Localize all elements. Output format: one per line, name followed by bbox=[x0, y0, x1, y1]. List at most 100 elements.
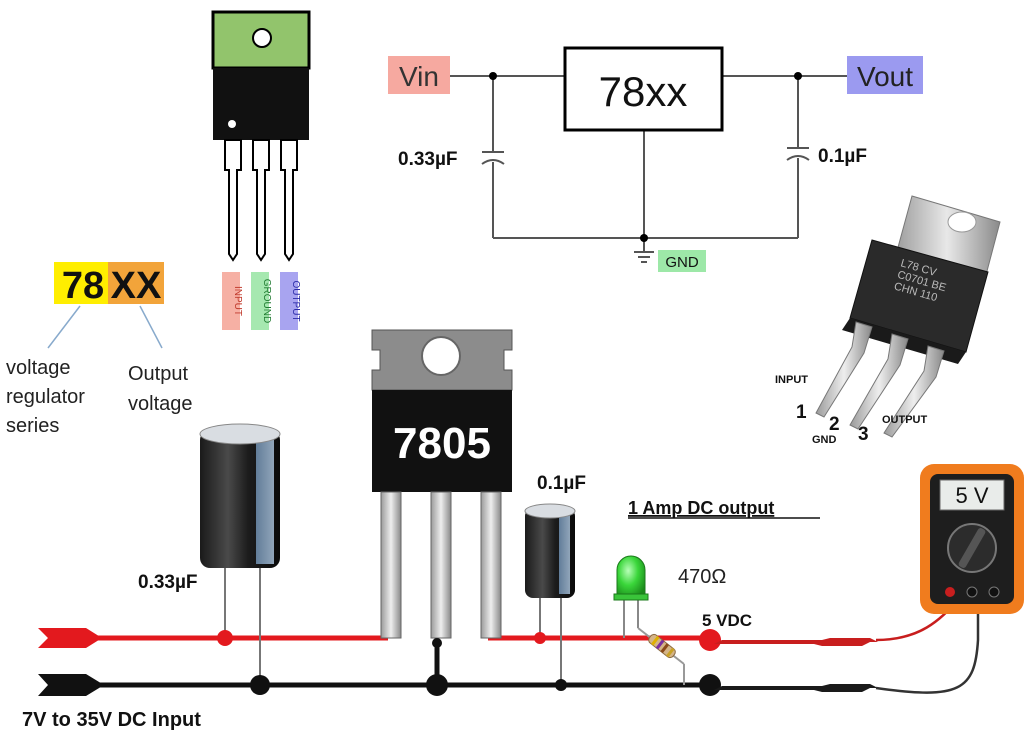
junction-cap-in-neg bbox=[250, 675, 270, 695]
series-pointer bbox=[47, 305, 81, 349]
schematic-regulator-box bbox=[563, 46, 724, 132]
photo-pin-title-input: INPUT bbox=[775, 374, 808, 386]
vout-label: Vout bbox=[857, 61, 913, 92]
photo-regulator-leads bbox=[815, 321, 945, 438]
resistor-band-1 bbox=[651, 635, 660, 646]
input-capacitor bbox=[199, 423, 281, 685]
junction-cap-in-pos bbox=[217, 630, 233, 646]
series-caption-line2: regulator bbox=[6, 386, 85, 408]
resistor-band-4 bbox=[666, 647, 675, 658]
led-body bbox=[616, 555, 646, 599]
series-caption: voltage regulator series bbox=[6, 357, 91, 437]
black-probe bbox=[714, 684, 878, 692]
led-rim bbox=[613, 593, 649, 601]
pin-label-ground: GROUND bbox=[261, 279, 272, 323]
cin-plate-bottom bbox=[481, 159, 505, 165]
pin1-dot bbox=[228, 120, 236, 128]
voltage-caption: Output voltage bbox=[128, 363, 194, 415]
junction-regulator-gnd bbox=[426, 674, 448, 696]
multimeter-display bbox=[939, 479, 1005, 511]
vin-label-bg bbox=[388, 56, 450, 94]
pin-label-ground-bg bbox=[251, 272, 269, 330]
vin-label: Vin bbox=[399, 61, 439, 92]
resistor-body-group bbox=[648, 633, 676, 659]
circuit-cap-in-label: 0.33µF bbox=[138, 572, 198, 593]
positive-junctions bbox=[217, 629, 721, 651]
output-terminal-positive bbox=[699, 629, 721, 651]
output-capacitor bbox=[524, 503, 576, 685]
output-caption: 1 Amp DC output bbox=[628, 498, 774, 518]
cout-plate-bottom bbox=[786, 155, 810, 161]
red-probe bbox=[714, 638, 878, 646]
output-voltage-label: 5 VDC bbox=[702, 611, 752, 630]
vout-label-bg bbox=[847, 56, 923, 94]
lead-input bbox=[224, 139, 242, 262]
negative-junctions bbox=[250, 638, 721, 696]
schematic bbox=[450, 75, 847, 263]
mounting-hole bbox=[252, 28, 272, 48]
circuit-cap-out-label: 0.1µF bbox=[537, 473, 586, 494]
photo-pin-number-1: 1 bbox=[796, 402, 807, 423]
resistor-band-3 bbox=[660, 643, 670, 654]
schematic-cap-in-label: 0.33µF bbox=[398, 149, 458, 170]
photo-lead-3 bbox=[883, 345, 945, 438]
resistor-label: 470Ω bbox=[678, 566, 726, 588]
black-probe-wire bbox=[875, 600, 980, 694]
photo-mounting-hole bbox=[947, 211, 977, 233]
regulator-7805-lead-out bbox=[480, 491, 502, 639]
photo-pin-number-3: 3 bbox=[858, 424, 869, 445]
schematic-nodes bbox=[489, 72, 802, 242]
cap-out-stripe bbox=[559, 512, 570, 594]
photo-pin-number-2: 2 bbox=[829, 414, 840, 435]
regulator-7805-hole bbox=[421, 336, 461, 376]
multimeter-jack-black bbox=[966, 586, 978, 598]
negative-input-arrow bbox=[38, 674, 104, 696]
junction-cap-out-neg bbox=[555, 679, 567, 691]
photo-lead-1 bbox=[815, 321, 873, 418]
series-caption-line3: series bbox=[6, 415, 59, 437]
node-gnd bbox=[640, 234, 648, 242]
to220-front-view: INPUT GROUND OUTPUT bbox=[211, 10, 311, 330]
regulator-7805-marking: 7805 bbox=[393, 419, 491, 468]
led bbox=[613, 555, 649, 638]
node-vin bbox=[489, 72, 497, 80]
lead-ground bbox=[252, 139, 270, 262]
pin-label-output: OUTPUT bbox=[290, 280, 301, 321]
regulator-7805-lead-gnd bbox=[430, 491, 452, 639]
multimeter-reading: 5 V bbox=[955, 483, 988, 508]
photo-lead-2 bbox=[849, 333, 909, 430]
to220-body bbox=[213, 68, 309, 140]
voltage-pointer bbox=[139, 305, 163, 349]
cap-in-top bbox=[199, 423, 281, 445]
node-vout bbox=[794, 72, 802, 80]
regulator-7805-lead-in bbox=[380, 491, 402, 639]
input-caption: 7V to 35V DC Input bbox=[22, 709, 201, 731]
junction-cap-out-pos bbox=[534, 632, 546, 644]
multimeter-jack-red bbox=[945, 587, 955, 597]
multimeter-jack-com bbox=[988, 586, 1000, 598]
pin-label-output-bg bbox=[280, 272, 298, 330]
voltage-code: XX bbox=[111, 265, 162, 307]
code-legend: 78 XX voltage regulator series Output vo… bbox=[6, 262, 194, 437]
series-code: 78 bbox=[62, 265, 104, 307]
positive-input-arrow bbox=[38, 628, 102, 648]
to220-front-leads bbox=[224, 139, 298, 262]
cap-out-top bbox=[524, 503, 576, 519]
voltage-code-bg bbox=[108, 262, 164, 304]
resistor-band-2 bbox=[655, 639, 665, 650]
junction-regulator-gnd-lead bbox=[432, 638, 442, 648]
regulator-7805-body bbox=[372, 390, 512, 492]
multimeter-dial-pointer bbox=[958, 528, 986, 568]
photo-pin-title-output: OUTPUT bbox=[882, 414, 928, 426]
voltage-caption-line2: voltage bbox=[128, 393, 193, 415]
series-code-bg bbox=[54, 262, 112, 304]
regulator-7805: 7805 bbox=[371, 329, 513, 639]
multimeter: 5 V bbox=[920, 464, 1024, 614]
series-caption-line1: voltage bbox=[6, 357, 71, 379]
schematic-regulator-label: 78xx bbox=[599, 68, 688, 115]
pin-label-input: INPUT bbox=[232, 286, 243, 316]
pin-label-input-bg bbox=[222, 272, 240, 330]
output-terminal-negative bbox=[699, 674, 721, 696]
photo-pin-title-gnd: GND bbox=[812, 434, 837, 446]
